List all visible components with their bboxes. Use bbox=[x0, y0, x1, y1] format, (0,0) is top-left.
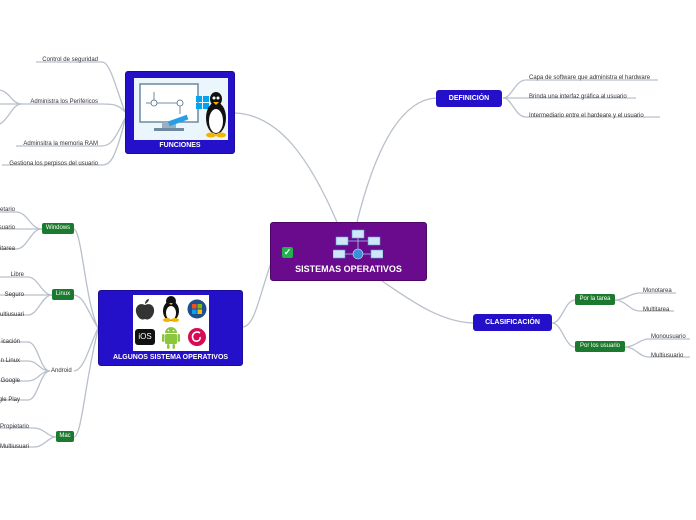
central-title: SISTEMAS OPERATIVOS bbox=[295, 264, 402, 274]
windows-logo-icon bbox=[187, 299, 207, 319]
funciones-image bbox=[134, 78, 228, 140]
os-item[interactable]: Libre bbox=[10, 272, 24, 278]
definicion-item[interactable]: Intermediario entre el hardeare y el usu… bbox=[529, 113, 644, 119]
clasificacion-item[interactable]: Monousuario bbox=[651, 334, 686, 340]
clasificacion-group-por-tarea[interactable]: Por la tarea bbox=[575, 294, 615, 305]
windows-logo-icon bbox=[196, 96, 209, 109]
os-item[interactable]: gle Play bbox=[0, 397, 20, 403]
definicion-node[interactable]: DEFINICIÓN bbox=[436, 90, 502, 107]
os-item[interactable]: Seguro bbox=[4, 292, 24, 298]
algunos-logos-image: iOS bbox=[133, 295, 209, 351]
apple-logo-icon bbox=[135, 299, 155, 320]
funciones-title: FUNCIONES bbox=[159, 142, 201, 149]
os-item[interactable]: icación bbox=[1, 339, 20, 345]
os-item[interactable]: Google bbox=[0, 378, 20, 384]
funcion-item[interactable]: Administra los Periféricos bbox=[30, 99, 98, 105]
central-node[interactable]: ✓ SISTEMAS OPERATIVOS bbox=[270, 222, 427, 281]
funciones-node[interactable]: FUNCIONES bbox=[125, 71, 235, 154]
checkmark-icon: ✓ bbox=[282, 247, 293, 258]
os-item[interactable]: suario bbox=[0, 225, 15, 231]
tux-penguin-icon bbox=[163, 296, 179, 322]
tux-penguin-icon bbox=[206, 92, 226, 138]
os-group-android[interactable]: Android bbox=[51, 368, 72, 374]
clasificacion-item[interactable]: Monotarea bbox=[643, 288, 672, 294]
os-group-windows[interactable]: Windows bbox=[42, 223, 74, 234]
clasificacion-group-por-usuario[interactable]: Por los usuario bbox=[575, 341, 625, 352]
definicion-item[interactable]: Capa de software que administra el hardw… bbox=[529, 75, 651, 81]
network-icon bbox=[333, 229, 383, 260]
os-item[interactable]: Propietario bbox=[0, 424, 29, 430]
funcion-item[interactable]: Gestiona los perpisos del usuario bbox=[9, 161, 98, 167]
debian-logo-icon bbox=[188, 328, 206, 346]
funcion-item[interactable]: Adminsitra la memoria RAM bbox=[23, 141, 98, 147]
android-logo-icon bbox=[162, 327, 180, 349]
os-group-mac[interactable]: Mac bbox=[56, 431, 74, 442]
funcion-item[interactable]: Control de seguridad bbox=[42, 57, 98, 63]
clasificacion-node[interactable]: CLASIFICACIÓN bbox=[473, 314, 552, 331]
algunos-title: ALGUNOS SISTEMA OPERATIVOS bbox=[112, 354, 229, 361]
definicion-item[interactable]: Brinda una interfaz gráfica al usuario bbox=[529, 94, 627, 100]
os-item[interactable]: litarea bbox=[0, 246, 15, 252]
os-item[interactable]: ietario bbox=[0, 207, 15, 213]
monitor-icon bbox=[139, 83, 199, 131]
os-item[interactable]: n Linux bbox=[0, 358, 20, 364]
algunos-node[interactable]: iOS ALGUNOS SISTEMA OPERATIVOS bbox=[98, 290, 243, 366]
ios-logo-icon: iOS bbox=[135, 329, 155, 345]
clasificacion-item[interactable]: Multiusuario bbox=[651, 353, 684, 359]
clasificacion-item[interactable]: Multitarea bbox=[643, 307, 670, 313]
ios-logo-text: iOS bbox=[138, 332, 152, 341]
os-group-linux[interactable]: Linux bbox=[52, 289, 74, 300]
os-item[interactable]: Multiusuari bbox=[0, 444, 29, 450]
os-item[interactable]: ultiusuari bbox=[0, 312, 24, 318]
